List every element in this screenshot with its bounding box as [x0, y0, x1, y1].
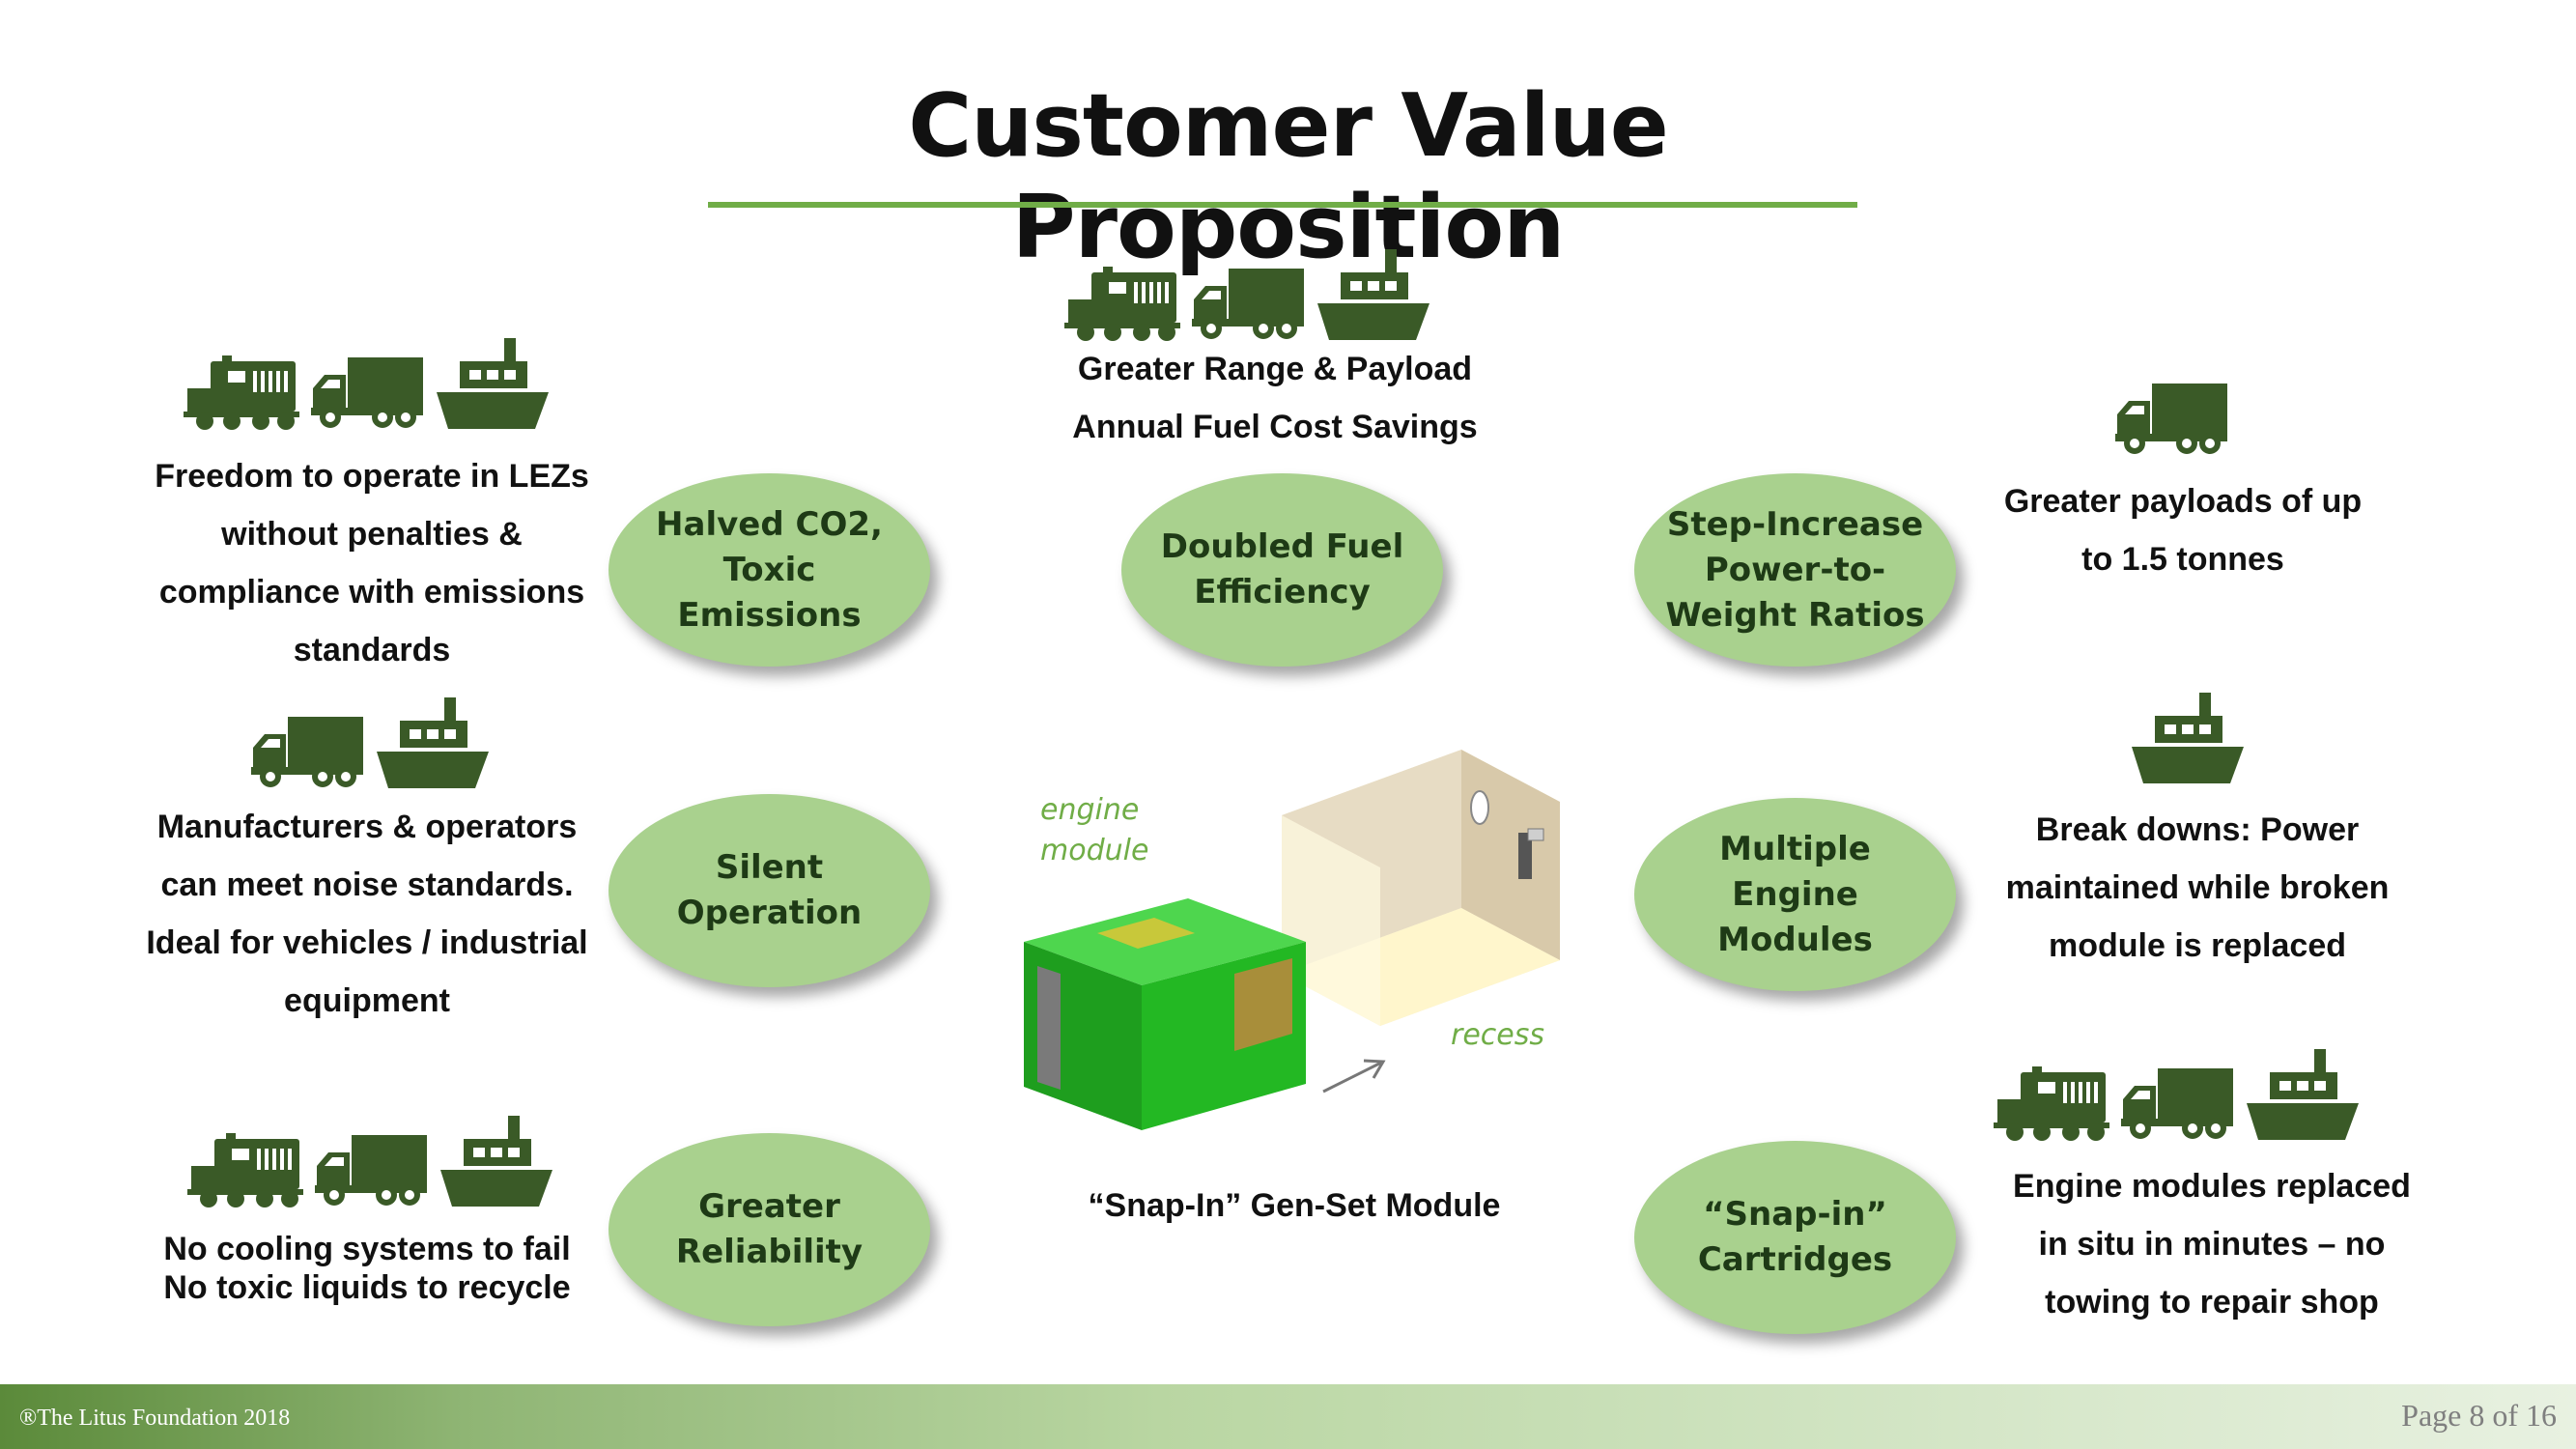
doubled-fuel-label: Doubled Fuel Efficiency	[1160, 527, 1404, 611]
page-number: Page 8 of 16	[2401, 1398, 2557, 1433]
slide-title: Customer Value Proposition	[908, 75, 1669, 278]
halved-co2-ellipse: Halved CO2, Toxic Emissions	[609, 473, 930, 667]
icon-group-left-3	[187, 1116, 554, 1208]
snap-in-module-diagram	[1024, 750, 1560, 1130]
truck-icon	[313, 1131, 429, 1208]
recess-box	[1282, 750, 1560, 1026]
noise-standards-text: Manufacturers & operators can meet noise…	[146, 809, 588, 1019]
ship-icon	[2130, 693, 2246, 785]
truck-icon	[1190, 265, 1306, 342]
locomotive-icon	[1994, 1065, 2109, 1142]
locomotive-icon	[184, 354, 299, 431]
locomotive-icon	[187, 1131, 303, 1208]
lez-freedom-text: Freedom to operate in LEZs without penal…	[155, 458, 589, 668]
icon-group-left-2	[249, 697, 491, 790]
truck-icon	[2119, 1065, 2235, 1142]
module-caption: “Snap-In” Gen-Set Module	[1088, 1187, 1501, 1224]
silent-operation-label: Silent Operation	[676, 848, 863, 932]
module-label: module	[1040, 834, 1149, 867]
no-cooling-text: No cooling systems to fail	[163, 1231, 571, 1267]
icon-group-left-1	[184, 338, 551, 431]
truck-icon	[2113, 380, 2229, 457]
engine-module-box	[1024, 898, 1306, 1130]
reliability-label: Greater Reliability	[675, 1187, 863, 1271]
icon-group-right-1	[2113, 380, 2229, 457]
in-situ-replacement-text: Engine modules replaced in situ in minut…	[2013, 1168, 2411, 1321]
ship-icon	[1316, 249, 1431, 342]
footer-bar: ®The Litus Foundation 2018 Page 8 of 16	[0, 1384, 2576, 1449]
copyright-text: ®The Litus Foundation 2018	[19, 1406, 291, 1431]
ship-icon	[439, 1116, 554, 1208]
reliability-ellipse: Greater Reliability	[609, 1133, 930, 1326]
engine-label: engine	[1040, 793, 1140, 827]
snapin-cartridges-ellipse: “Snap-in” Cartridges	[1634, 1141, 1956, 1334]
no-toxic-liquids-text: No toxic liquids to recycle	[163, 1269, 571, 1306]
truck-icon	[309, 354, 425, 431]
insert-arrow	[1322, 1059, 1386, 1094]
step-increase-label: Step-Increase Power-to-Weight Ratios	[1665, 504, 1925, 635]
range-payload-text: Greater Range & Payload	[1077, 351, 1473, 387]
multiple-engine-ellipse: Multiple Engine Modules	[1634, 798, 1956, 991]
icon-group-right-3	[1994, 1049, 2361, 1142]
fuel-savings-text: Annual Fuel Cost Savings	[1072, 409, 1478, 445]
ship-icon	[375, 697, 491, 790]
step-increase-ellipse: Step-Increase Power-to-Weight Ratios	[1634, 473, 1956, 667]
halved-co2-label: Halved CO2, Toxic Emissions	[656, 504, 883, 635]
ship-icon	[435, 338, 551, 431]
break-downs-text: Break downs: Power maintained while brok…	[2005, 811, 2390, 964]
icon-group-right-2	[2130, 693, 2246, 785]
recess-label: recess	[1451, 1018, 1545, 1052]
icon-group-top-center	[1064, 249, 1431, 342]
locomotive-icon	[1064, 265, 1180, 342]
truck-icon	[249, 713, 365, 790]
snapin-cartridges-label: “Snap-in” Cartridges	[1697, 1195, 1893, 1279]
greater-payloads-text: Greater payloads of up to 1.5 tonnes	[2003, 483, 2363, 578]
multiple-engine-label: Multiple Engine Modules	[1717, 829, 1873, 959]
doubled-fuel-ellipse: Doubled Fuel Efficiency	[1121, 473, 1443, 667]
title-underline	[708, 202, 1857, 208]
silent-operation-ellipse: Silent Operation	[609, 794, 930, 987]
ship-icon	[2245, 1049, 2361, 1142]
